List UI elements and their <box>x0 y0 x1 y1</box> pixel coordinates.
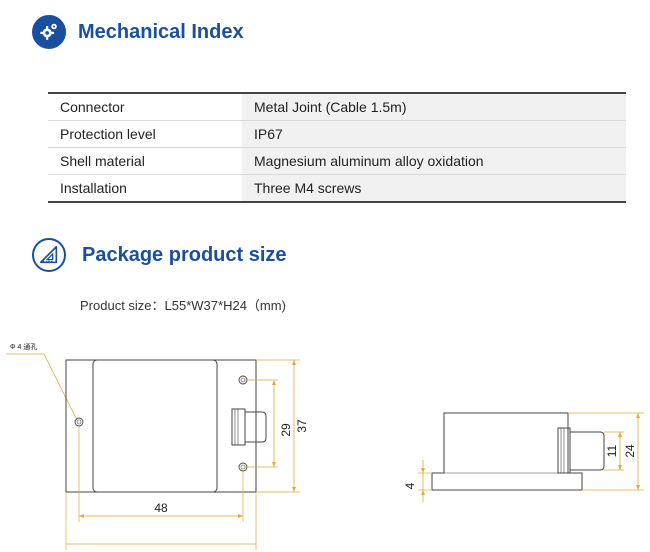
top-view-drawing: Φ 4 通孔 29 37 48 <box>6 342 309 550</box>
gear-icon <box>32 15 66 49</box>
dimension-37-label: 37 <box>295 419 309 433</box>
spec-value: Magnesium aluminum alloy oxidation <box>242 147 626 175</box>
dimension-11-label: 11 <box>605 444 619 457</box>
triangle-ruler-icon <box>32 238 66 272</box>
package-section-header: Package product size <box>32 238 287 272</box>
dimension-29-label: 29 <box>279 423 293 437</box>
table-row: Installation Three M4 screws <box>48 174 626 203</box>
dimension-4-label: 4 <box>403 482 417 489</box>
dimension-24-label: 24 <box>623 444 637 458</box>
spec-label: Shell material <box>48 147 242 175</box>
spec-value: Metal Joint (Cable 1.5m) <box>242 92 626 121</box>
package-title: Package product size <box>82 243 287 266</box>
dimension-drawings: Φ 4 通孔 29 37 48 <box>6 342 644 550</box>
spec-label: Installation <box>48 174 242 203</box>
hole-note-label: Φ 4 通孔 <box>10 342 37 351</box>
spec-value: IP67 <box>242 120 626 148</box>
spec-value: Three M4 screws <box>242 174 626 203</box>
table-row: Shell material Magnesium aluminum alloy … <box>48 147 626 175</box>
product-size-text: Product size：L55*W37*H24（mm) <box>80 298 286 313</box>
dimension-48-label: 48 <box>154 501 168 515</box>
mechanical-title: Mechanical Index <box>78 20 244 43</box>
table-row: Protection level IP67 <box>48 120 626 148</box>
side-view-drawing: 11 24 4 <box>403 412 644 502</box>
spec-label: Connector <box>48 92 242 121</box>
table-row: Connector Metal Joint (Cable 1.5m) <box>48 92 626 121</box>
mechanical-section-header: Mechanical Index <box>32 15 244 49</box>
spec-table: Connector Metal Joint (Cable 1.5m) Prote… <box>48 92 626 203</box>
spec-label: Protection level <box>48 120 242 148</box>
